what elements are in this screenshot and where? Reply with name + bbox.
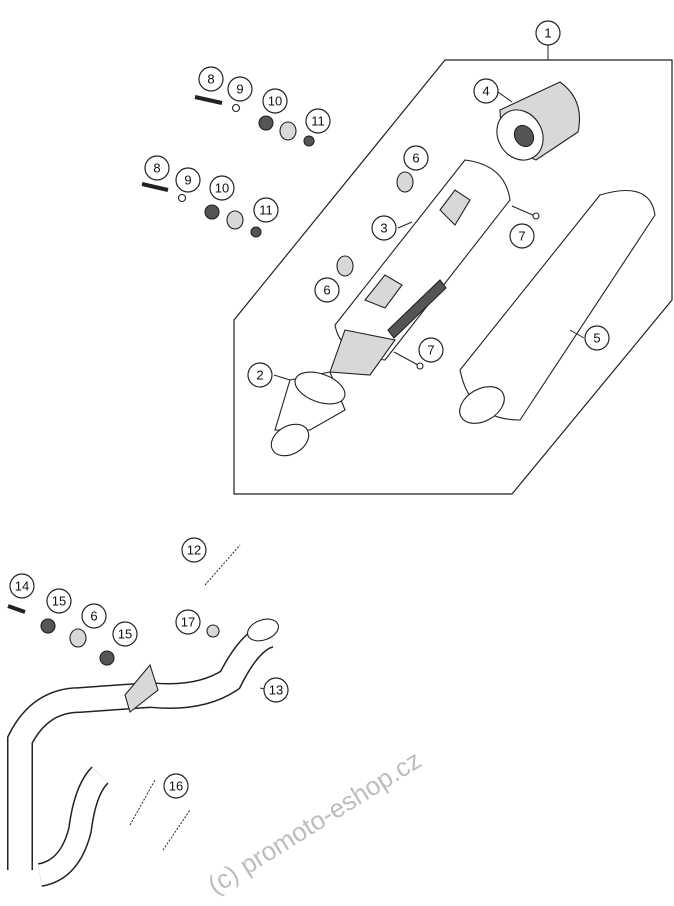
svg-text:16: 16 [169,779,183,794]
callout-9: 9 [175,167,201,193]
svg-text:4: 4 [482,84,489,99]
callout-10: 10 [262,88,288,114]
callout-3: 3 [371,215,397,241]
svg-text:1: 1 [544,26,551,41]
svg-text:6: 6 [412,151,419,166]
callout-13: 13 [263,677,289,703]
callout-6: 6 [314,277,340,303]
svg-text:8: 8 [153,161,160,176]
callout-14: 14 [9,573,35,599]
svg-text:9: 9 [236,82,243,97]
callout-15: 15 [46,588,72,614]
callout-4: 4 [473,78,499,104]
callout-5: 5 [584,325,610,351]
callout-6: 6 [403,145,429,171]
end-cap-part[interactable] [488,81,581,169]
callout-7: 7 [509,223,535,249]
callout-2: 2 [247,362,273,388]
callout-10: 10 [209,175,235,201]
callout-8: 8 [144,155,170,181]
callout-8: 8 [198,66,224,92]
svg-text:7: 7 [427,343,434,358]
svg-text:12: 12 [187,543,201,558]
callout-9: 9 [227,76,253,102]
watermark-text: (c) promoto-eshop.cz [202,744,426,900]
silencer-assembly-outline [233,59,673,495]
svg-text:7: 7 [518,229,525,244]
silencer-body-part[interactable] [334,159,511,361]
screw-part[interactable] [393,205,540,370]
nut-part[interactable] [206,624,220,638]
lower-mount-hardware[interactable] [7,604,115,666]
callout-1: 1 [535,20,561,46]
inlet-cone-part[interactable] [266,329,396,462]
springs-part[interactable] [129,779,191,851]
callout-16: 16 [163,773,189,799]
callout-7: 7 [418,337,444,363]
svg-text:6: 6 [90,609,97,624]
mount-hardware-row-2[interactable] [141,182,262,238]
silencer-sleeve-part[interactable] [453,190,656,431]
callout-6: 6 [81,603,107,629]
svg-text:11: 11 [311,114,325,129]
svg-text:8: 8 [207,72,214,87]
svg-text:6: 6 [323,283,330,298]
svg-text:11: 11 [259,203,273,218]
svg-text:15: 15 [118,627,132,642]
svg-text:5: 5 [593,331,600,346]
svg-text:15: 15 [52,594,66,609]
svg-text:17: 17 [181,615,195,630]
spring-part[interactable] [204,544,241,586]
svg-text:2: 2 [256,368,263,383]
header-pipe-part[interactable] [7,615,281,887]
callout-11: 11 [253,197,279,223]
callout-11: 11 [305,108,331,134]
svg-text:14: 14 [15,579,29,594]
mount-hardware-row-1[interactable] [194,95,315,147]
callout-17: 17 [175,609,201,635]
svg-text:10: 10 [268,94,282,109]
svg-text:13: 13 [269,683,283,698]
callout-12: 12 [181,537,207,563]
svg-text:9: 9 [184,173,191,188]
svg-text:3: 3 [380,221,387,236]
svg-text:10: 10 [215,181,229,196]
grommet-part[interactable] [336,171,414,277]
callout-15: 15 [112,621,138,647]
